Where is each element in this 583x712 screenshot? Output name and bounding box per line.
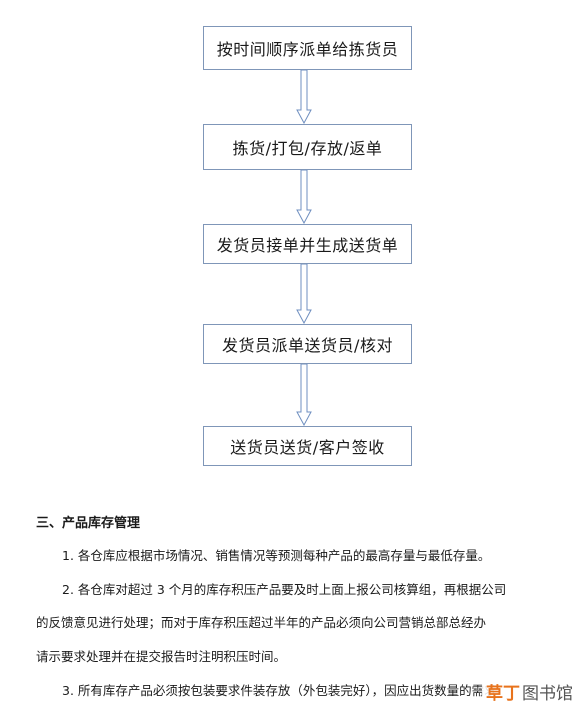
section-title: 三、产品库存管理 — [36, 516, 141, 531]
down-arrow-icon — [296, 170, 312, 224]
paragraph-line: 的反馈意见进行处理；而对于库存积压超过半年的产品必须向公司营销总部总经办 — [36, 615, 487, 630]
flow-step-3: 发货员接单并生成送货单 — [203, 224, 412, 264]
paragraph-line: 3. 所有库存产品必须按包装要求件装存放（外包装完好），因应出货数量的需求 — [62, 683, 497, 698]
watermark-accent: 草丁 — [486, 684, 520, 704]
down-arrow-icon — [296, 264, 312, 324]
paragraph-line: 请示要求处理并在提交报告时注明积压时间。 — [36, 649, 287, 664]
paragraph-line: 2. 各仓库对超过 3 个月的库存积压产品要及时上面上报公司核算组，再根据公司 — [62, 582, 507, 597]
down-arrow-icon — [296, 364, 312, 426]
flow-step-5: 送货员送货/客户签收 — [203, 426, 412, 466]
down-arrow-icon — [296, 70, 312, 124]
flow-step-1: 按时间顺序派单给拣货员 — [203, 26, 412, 70]
watermark-text: 图书馆 — [522, 684, 573, 704]
flow-step-2: 拣货/打包/存放/返单 — [203, 124, 412, 170]
watermark-logo: 草丁 图书馆 — [482, 677, 577, 706]
flow-step-4: 发货员派单送货员/核对 — [203, 324, 412, 364]
paragraph-line: 1. 各仓库应根据市场情况、销售情况等预测每种产品的最高存量与最低存量。 — [62, 548, 491, 563]
